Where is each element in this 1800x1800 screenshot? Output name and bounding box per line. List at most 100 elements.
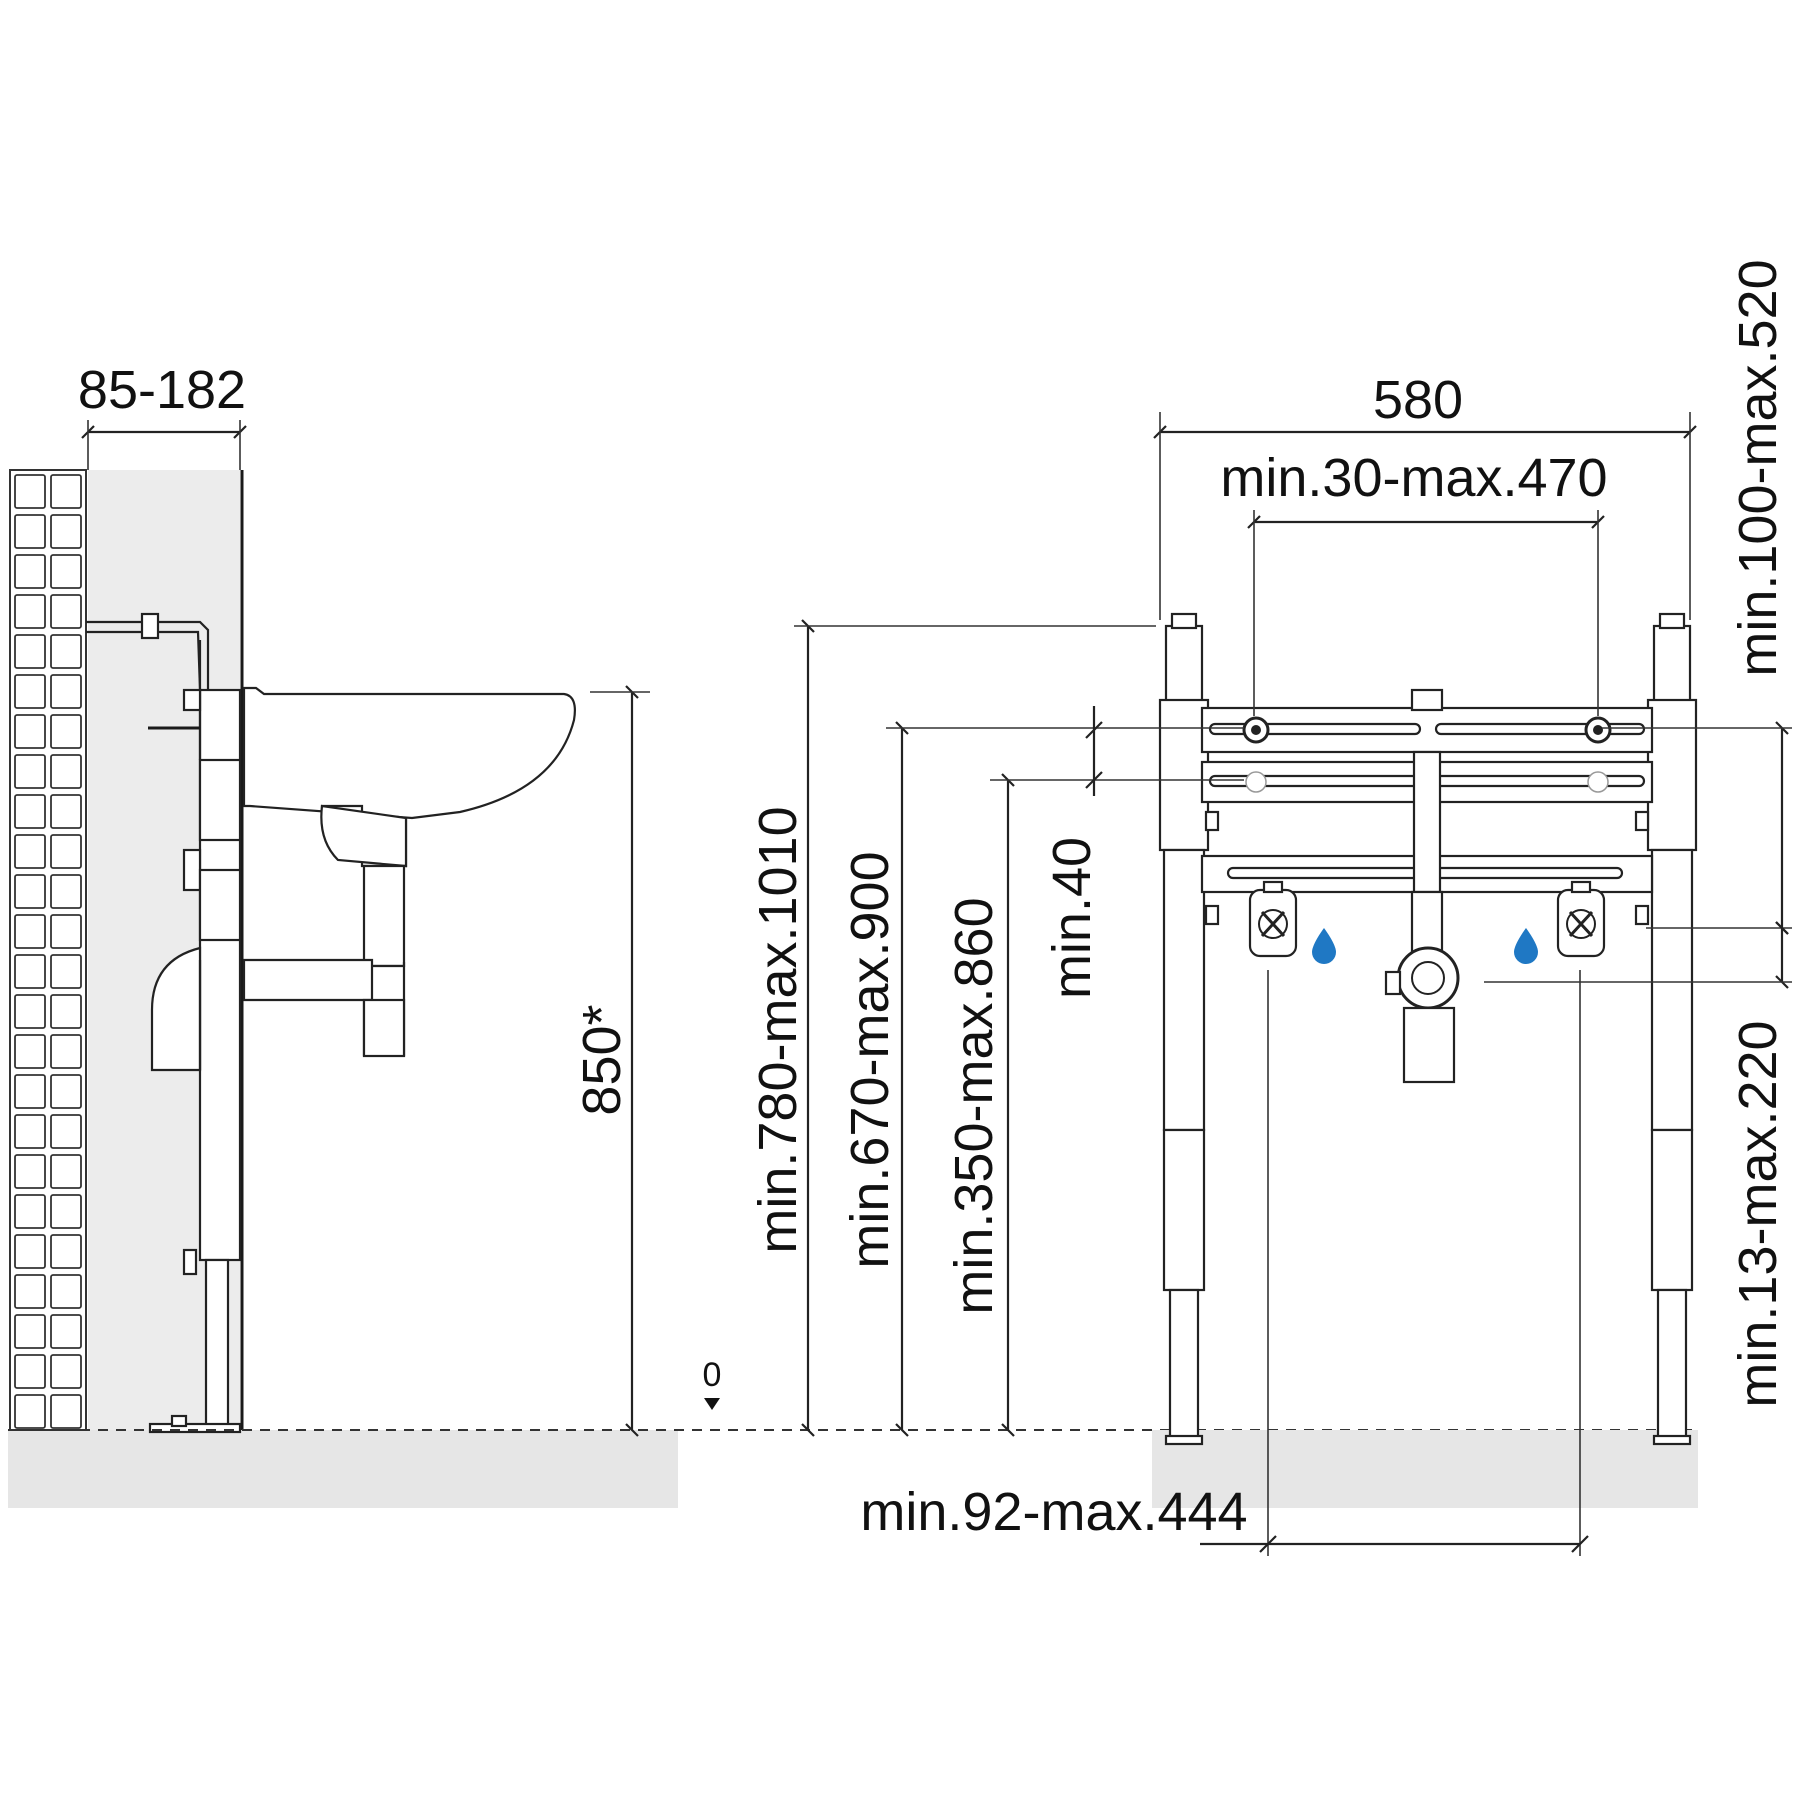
tiled-wall [9, 469, 87, 1431]
waste-outlet-valve [1384, 970, 1402, 996]
waste-column-top [1410, 688, 1444, 712]
wall-tile [14, 754, 46, 789]
upper-crossbar-slot-left [1208, 722, 1422, 736]
supply-spacing-label: min.92-max.444 [860, 1482, 1247, 1542]
wall-tile [50, 1234, 82, 1269]
bracket-spacing-label: min.30-max.470 [1220, 448, 1607, 508]
wall-tile [50, 794, 82, 829]
water-drop-icon [1312, 928, 1336, 964]
middle-crossbar-slot-right [1434, 774, 1646, 788]
wall-tile [14, 954, 46, 989]
side-floor [8, 1430, 678, 1508]
supply-spacing-tick-left [1259, 1535, 1277, 1553]
wall-tile [50, 1194, 82, 1229]
wall-tile [50, 1074, 82, 1109]
wall-tile [14, 1074, 46, 1109]
bracket-bolt-right-lower [1587, 771, 1609, 793]
side-mid-block [198, 758, 242, 842]
sink-height-label: 850* [572, 1004, 632, 1115]
bracket-bolt-left-core [1251, 725, 1261, 735]
wall-tile [14, 1394, 46, 1429]
side-view: 85-182 850* 0 [8, 360, 721, 1508]
outer-height-label: min.780-max.1010 [748, 806, 808, 1253]
side-foot-plate [148, 1422, 242, 1434]
wall-tile [50, 994, 82, 1029]
side-top-bracket-bolt [140, 612, 160, 640]
wall-tile [50, 1394, 82, 1429]
wall-tile [50, 674, 82, 709]
floor-level-label: 0 [703, 1356, 722, 1394]
wall-tile [14, 1034, 46, 1069]
supply-spacing-tick-right [1571, 1535, 1589, 1553]
water-drop-icon [1514, 928, 1538, 964]
bracket-gap-label: min.40 [1042, 837, 1102, 999]
wall-tile [50, 954, 82, 989]
wall-tile [14, 634, 46, 669]
left-post [1158, 612, 1220, 1446]
valve-right [1556, 880, 1606, 958]
wall-tile [14, 1194, 46, 1229]
wall-tile [14, 1274, 46, 1309]
lower-offset-label: min.13-max.220 [1728, 1020, 1788, 1407]
middle-crossbar-slot-left [1208, 774, 1422, 788]
wall-tile [50, 1154, 82, 1189]
trap-vertical-pipe [362, 864, 406, 968]
wall-tile [14, 874, 46, 909]
wall-tile [50, 1314, 82, 1349]
side-bracket-clamp-3 [182, 1248, 198, 1276]
wall-tile [50, 474, 82, 509]
wall-tile [50, 914, 82, 949]
wall-tile [50, 1274, 82, 1309]
side-bracket-clamp-2 [182, 848, 202, 892]
wall-tile [14, 554, 46, 589]
waste-outlet-pipe [1402, 1006, 1456, 1084]
wall-tile [14, 674, 46, 709]
wall-tile [14, 1154, 46, 1189]
side-elbow-pipe [150, 946, 202, 1072]
wall-tile [50, 554, 82, 589]
wall-tile [14, 1354, 46, 1389]
basin [242, 686, 576, 820]
wall-tile [50, 634, 82, 669]
right-post [1634, 612, 1698, 1446]
upper-crossbar-slot-right [1434, 722, 1646, 736]
side-foot-bolt [170, 1414, 188, 1428]
side-bracket-clamp-1 [182, 688, 202, 712]
wall-tile [14, 994, 46, 1029]
wall-tile [14, 1314, 46, 1349]
floor-level-marker [704, 1398, 720, 1410]
wall-tile [50, 1034, 82, 1069]
bracket-bolt-left-lower [1245, 771, 1267, 793]
wall-tile [14, 594, 46, 629]
bracket-bolt-right-core [1593, 725, 1603, 735]
front-view: 580 min.30-max.470 min.780-max.1010 min.… [748, 259, 1792, 1556]
supply-height-label: min.350-max.860 [944, 897, 1004, 1314]
tiled-wall-outline [9, 469, 87, 1431]
wall-tile [50, 834, 82, 869]
wall-tile [50, 594, 82, 629]
waste-column [1412, 750, 1442, 894]
wall-tile [14, 1114, 46, 1149]
wall-tile [50, 874, 82, 909]
wall-tile [50, 514, 82, 549]
wall-tile [14, 834, 46, 869]
bracket-height-label: min.670-max.900 [840, 851, 900, 1268]
front-floor [1152, 1430, 1698, 1508]
valve-left [1248, 880, 1298, 958]
wall-tile [50, 714, 82, 749]
wall-tile [14, 514, 46, 549]
wall-tile [14, 474, 46, 509]
bracket-gap-tick-bottom [1085, 771, 1103, 789]
side-frame-leg [204, 1258, 230, 1430]
wall-tile [14, 914, 46, 949]
waste-pipe-drop [362, 998, 406, 1058]
top-offset-label: min.100-max.520 [1728, 259, 1788, 676]
bracket-gap-tick-top [1085, 721, 1103, 739]
wall-tile [50, 1354, 82, 1389]
overall-width-label: 580 [1373, 370, 1463, 430]
waste-outlet-inner [1411, 961, 1445, 995]
wall-tile [14, 714, 46, 749]
wall-depth-label: 85-182 [78, 360, 246, 420]
wall-tile [50, 1114, 82, 1149]
